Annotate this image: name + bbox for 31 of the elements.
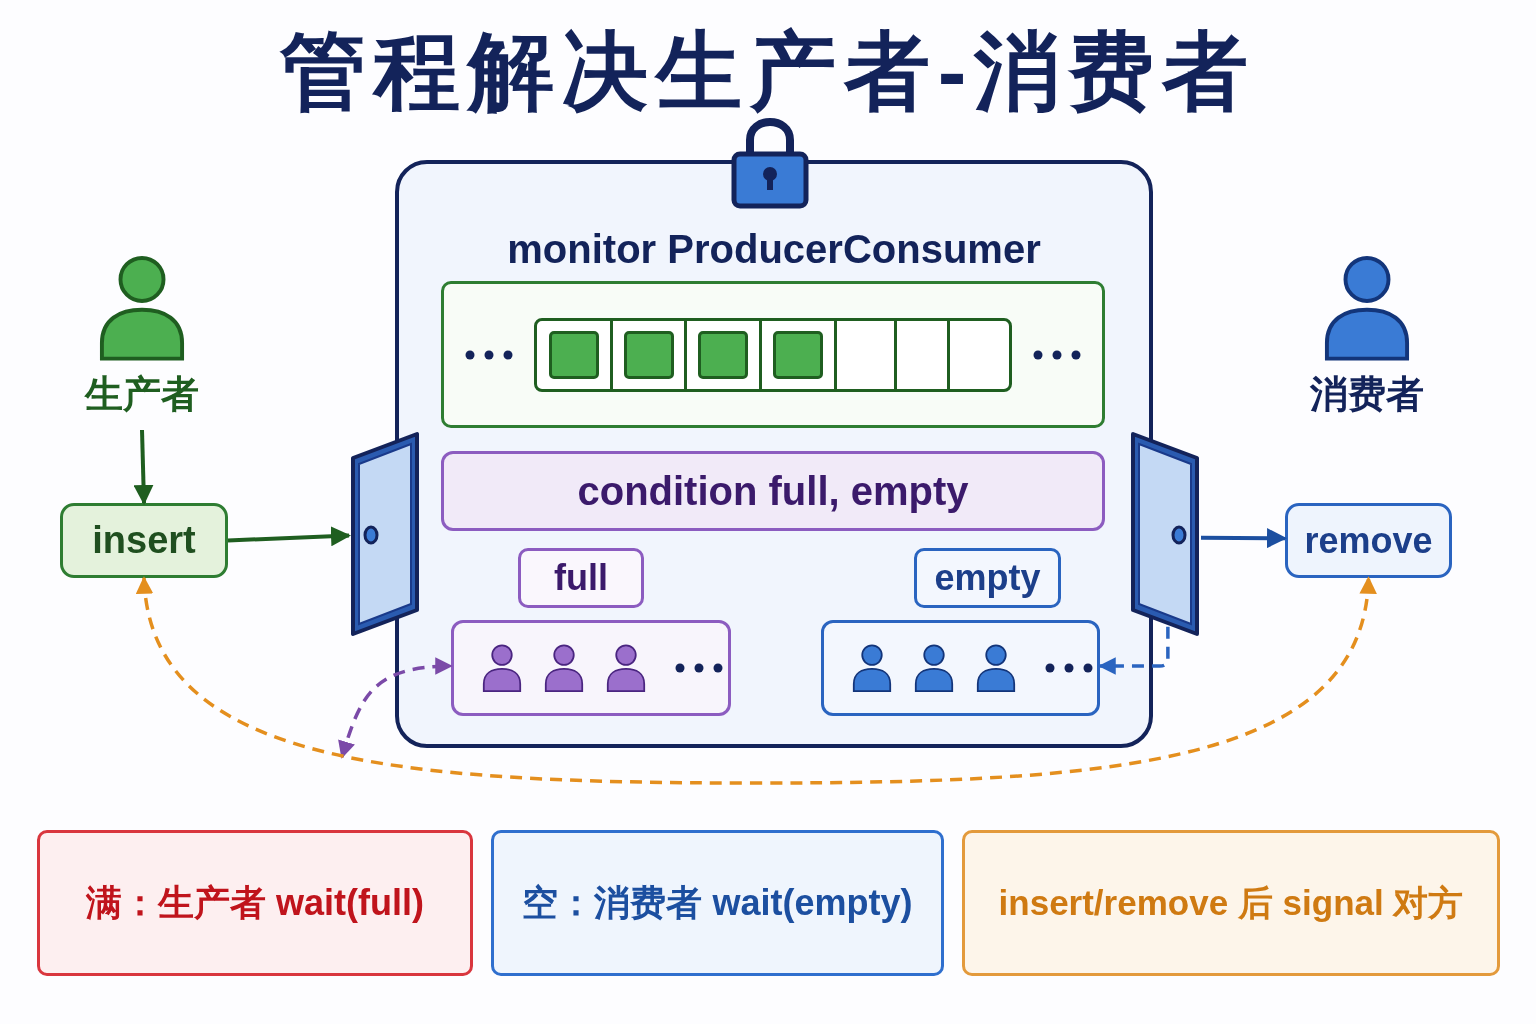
label-text: insert [92,518,196,563]
label-text: full [554,557,608,599]
role-label: 消费者 [1310,372,1424,417]
role-label: 生产者 [85,372,199,417]
label-text: insert/remove 后 signal 对方 [998,882,1464,924]
label-text: 满：生产者 wait(full) [86,882,424,924]
door-drawing [1129,430,1201,637]
condition-label [518,548,644,608]
note-box [491,830,944,976]
diagram-title: 管程解决生产者-消费者 [278,22,1258,121]
dashed-arrow [137,576,1375,785]
arrow [227,526,351,547]
buffer-box [441,281,1105,428]
note-box [37,830,473,976]
arrow [1201,528,1287,549]
arrow [133,429,154,505]
label-text: remove [1304,519,1433,562]
label-text: empty [934,557,1041,599]
wait-queue-box [821,620,1100,716]
condition-box [441,451,1105,531]
dashed-arrow [1098,626,1170,675]
label-text: condition full, empty [577,468,969,514]
wait-queue-box [451,620,731,716]
label-text: 空：消费者 wait(empty) [522,882,913,924]
monitor-title: monitor ProducerConsumer [507,226,1041,272]
operation-box [60,503,228,578]
condition-label [914,548,1061,608]
operation-box [1285,503,1452,578]
dashed-arrow [338,657,453,759]
note-box [962,830,1500,976]
door-drawing [349,430,421,637]
